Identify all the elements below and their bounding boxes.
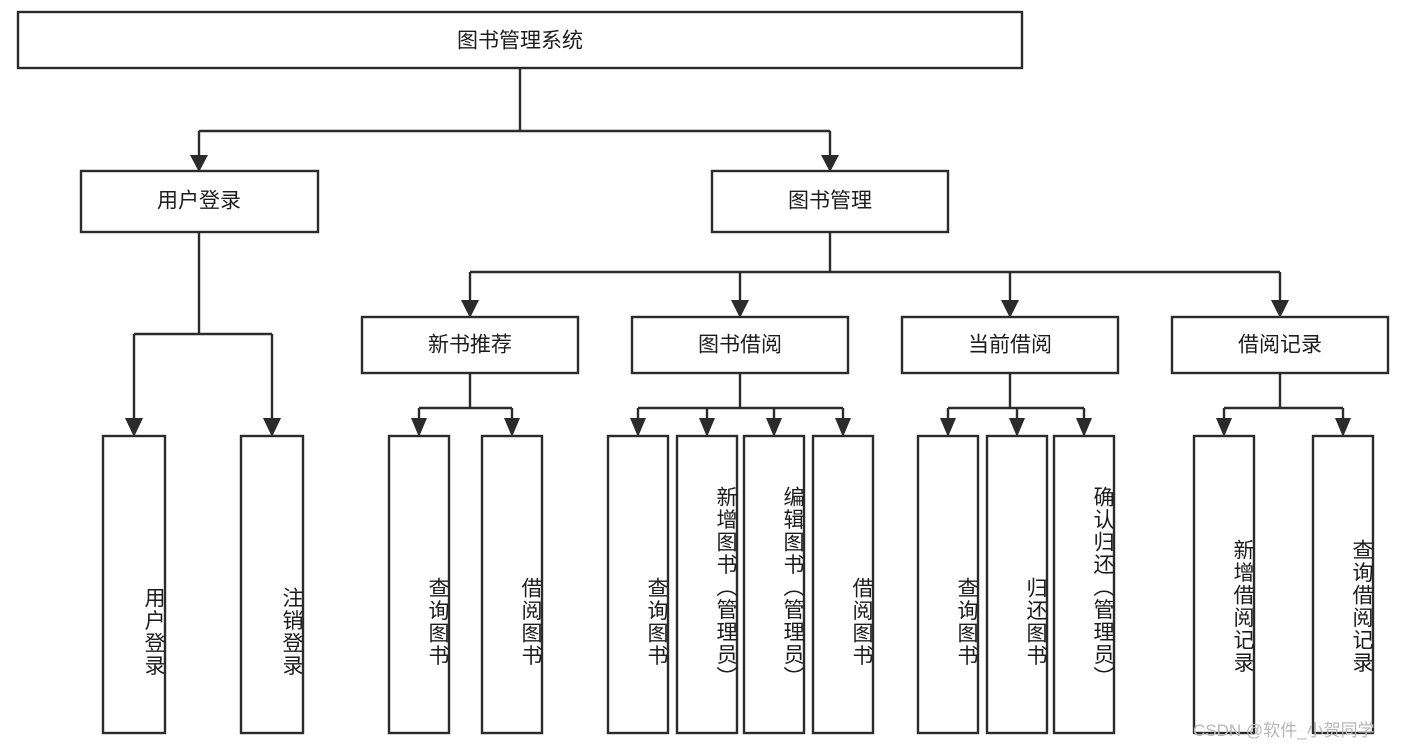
arrowhead-leaf-10 <box>1009 418 1025 437</box>
node-root-system[interactable] <box>16 10 1024 70</box>
leaf-box-13[interactable] <box>1311 434 1375 735</box>
leaf-box-4[interactable] <box>480 434 544 735</box>
leaf-box-7[interactable] <box>742 434 806 735</box>
leaf-box-1[interactable] <box>101 434 167 735</box>
leaf-box-2[interactable] <box>239 434 305 735</box>
node-borrow-record-label: 借阅记录 <box>1238 334 1322 357</box>
leaf-box-10[interactable] <box>985 434 1049 735</box>
leaf-box-12[interactable] <box>1192 434 1256 735</box>
arrowhead-leaf-3 <box>411 418 427 437</box>
leaf-box-11[interactable] <box>1052 434 1116 735</box>
node-book-manage-label: 图书管理 <box>788 190 872 213</box>
node-book-manage[interactable] <box>710 169 950 234</box>
arrowhead-leaf-4 <box>504 418 520 437</box>
leaf-box-3[interactable] <box>387 434 451 735</box>
node-layer <box>16 10 1390 735</box>
node-user-login[interactable] <box>79 169 320 234</box>
arrowhead-leaf-2 <box>263 418 281 437</box>
arrowhead-layer <box>125 155 1351 437</box>
node-new-book-recommend-label: 新书推荐 <box>428 334 512 357</box>
arrowhead-leaf-11 <box>1076 418 1092 437</box>
node-root-system-label: 图书管理系统 <box>457 30 583 53</box>
node-book-borrow-label: 图书借阅 <box>698 334 782 357</box>
leaf-box-6[interactable] <box>675 434 739 735</box>
node-borrow-record[interactable] <box>1170 315 1390 375</box>
arrowhead-book-manage <box>821 155 839 172</box>
arrowhead-new-book <box>461 300 479 318</box>
arrowhead-leaf-1 <box>125 418 143 437</box>
node-current-borrow-label: 当前借阅 <box>968 334 1052 357</box>
arrowhead-borrow-record <box>1271 300 1289 318</box>
node-book-borrow[interactable] <box>630 315 850 375</box>
arrowhead-leaf-9 <box>940 418 956 437</box>
arrowhead-leaf-5 <box>630 418 646 437</box>
csdn-watermark: CSDN @软件_小贺同学 <box>1193 721 1375 740</box>
leaf-box-9[interactable] <box>916 434 980 735</box>
arrowhead-leaf-13 <box>1335 418 1351 437</box>
arrowhead-leaf-12 <box>1216 418 1232 437</box>
horizontal-label-layer: 图书管理系统 用户登录 图书管理 新书推荐 图书借阅 当前借阅 借阅记录 <box>157 30 1322 357</box>
arrowhead-leaf-6 <box>699 418 715 437</box>
arrowhead-user-login <box>190 155 208 172</box>
arrowhead-borrow-book <box>731 300 749 318</box>
node-current-borrow[interactable] <box>900 315 1120 375</box>
leaf-box-8[interactable] <box>811 434 875 735</box>
arrowhead-leaf-8 <box>835 418 851 437</box>
node-new-book-recommend[interactable] <box>360 315 580 375</box>
leaf-box-5[interactable] <box>606 434 670 735</box>
arrowhead-leaf-7 <box>766 418 782 437</box>
arrowhead-current-borrow <box>1001 300 1019 318</box>
node-user-login-label: 用户登录 <box>157 190 241 213</box>
